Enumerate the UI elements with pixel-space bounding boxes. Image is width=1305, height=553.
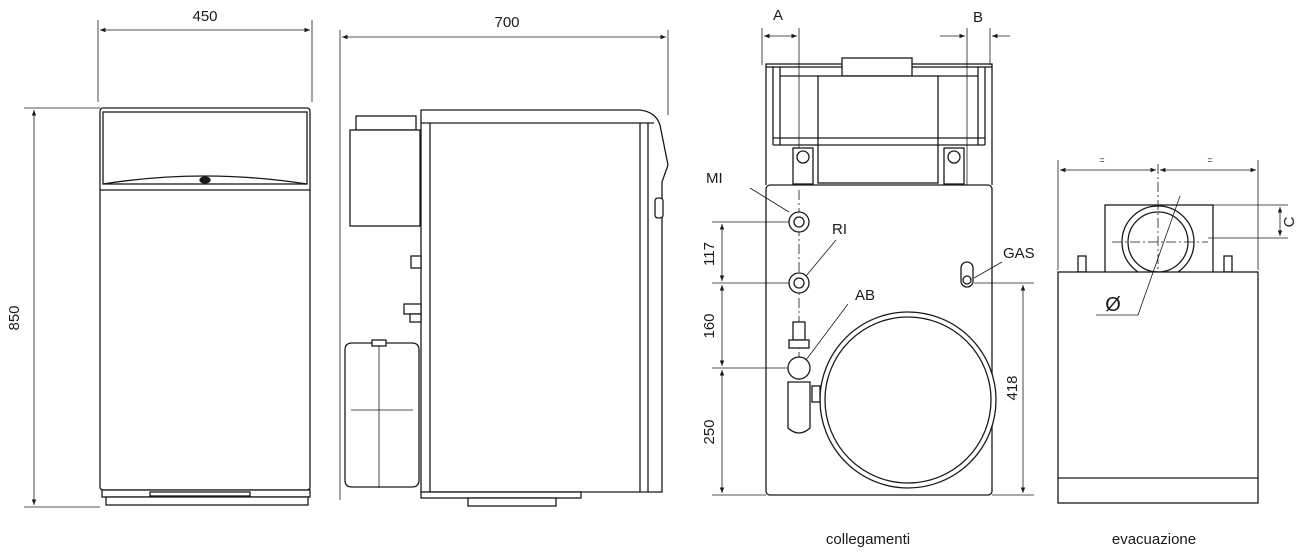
boiler-side-casing — [420, 109, 669, 493]
front-view: 450 850 — [6, 8, 313, 508]
dim-a-label: A — [773, 7, 783, 24]
connections-view: A B MI — [701, 7, 1035, 548]
exhaust-caption: evacuazione — [1112, 531, 1196, 548]
dim-b-label: B — [973, 9, 983, 26]
dim-c-label: C — [1281, 216, 1298, 227]
front-height-label: 850 — [6, 305, 23, 330]
dim-117-label: 117 — [701, 242, 718, 266]
side-width-label: 700 — [494, 14, 519, 31]
boiler-front-casing — [99, 107, 311, 491]
ab-label: AB — [855, 287, 875, 304]
ri-label: RI — [832, 221, 847, 238]
dim-418-label: 418 — [1004, 375, 1021, 400]
dim-250-label: 250 — [701, 419, 718, 444]
dim-160-label: 160 — [701, 313, 718, 338]
diameter-symbol: Ø — [1105, 294, 1121, 316]
gas-label: GAS — [1003, 245, 1035, 262]
front-width-label: 450 — [192, 8, 217, 25]
side-view: 700 — [339, 14, 669, 507]
expansion-vessel — [344, 342, 420, 488]
connections-caption: collegamenti — [826, 531, 910, 548]
eq-left-label: = — [1099, 155, 1104, 165]
mi-label: MI — [706, 170, 723, 187]
exhaust-view: = = C Ø evacuazione — [1057, 155, 1298, 548]
burner-door — [819, 311, 997, 489]
eq-right-label: = — [1207, 155, 1212, 165]
boiler-exhaust-body — [1057, 271, 1259, 504]
